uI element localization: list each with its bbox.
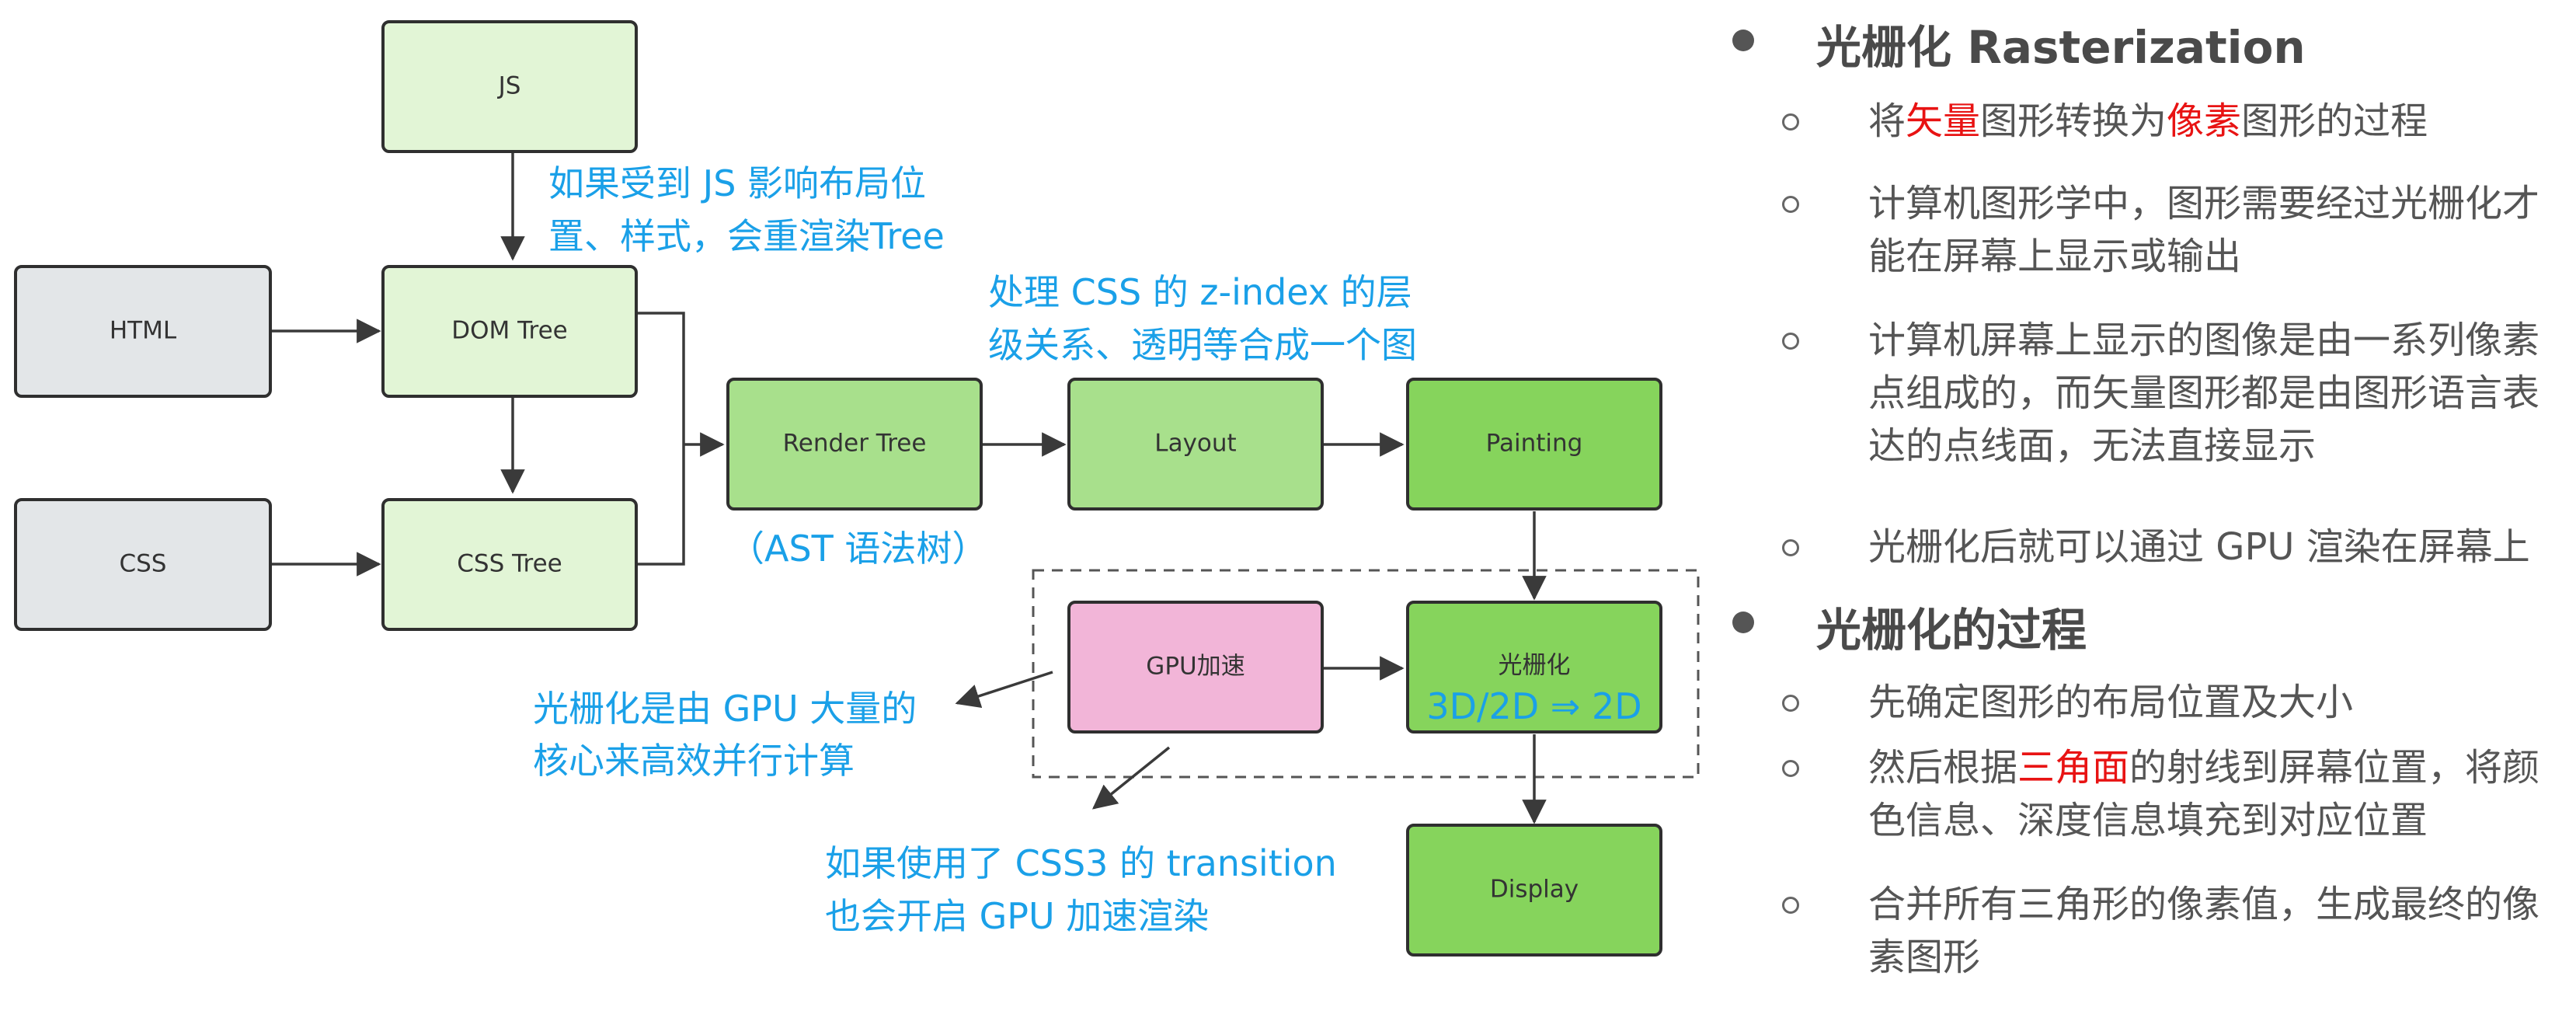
pointer-transition-note	[1091, 746, 1171, 810]
gpu-region-frame	[1032, 569, 1700, 779]
annotation-js-line2: 置、样式，会重渲染Tree	[548, 215, 945, 257]
annotation-transition-line2: 也会开启 GPU 加速渲染	[825, 895, 1209, 937]
bullet-icon	[1732, 30, 1754, 51]
svg-text:Render Tree: Render Tree	[783, 430, 927, 458]
annotation-gpu-line1: 光栅化是由 GPU 大量的	[533, 688, 917, 730]
annotation-dimension: 3D/2D ⇒ 2D	[1426, 685, 1641, 727]
circle-bullet-icon	[1782, 539, 1799, 556]
circle-bullet-icon	[1782, 333, 1799, 350]
node-html: HTML	[14, 265, 272, 398]
node-display: Display	[1406, 824, 1662, 957]
node-js: JS	[381, 20, 638, 153]
svg-text:Painting: Painting	[1486, 430, 1583, 458]
annotation-gpu-line2: 核心来高效并行计算	[533, 740, 855, 782]
circle-bullet-icon	[1782, 695, 1799, 712]
circle-bullet-icon	[1782, 897, 1799, 914]
annotation-js-line1: 如果受到 JS 影响布局位	[548, 162, 926, 204]
list-item-text: 光栅化后就可以通过 GPU 渲染在屏幕上	[1868, 525, 2530, 569]
svg-text:DOM Tree: DOM Tree	[451, 317, 567, 345]
svg-text:GPU加速: GPU加速	[1146, 653, 1244, 681]
circle-bullet-icon	[1782, 113, 1799, 131]
list-item-text: 将矢量图形转换为像素图形的过程	[1868, 99, 2428, 143]
node-css-tree: CSS Tree	[381, 498, 638, 631]
node-painting: Painting	[1406, 378, 1662, 510]
node-layout: Layout	[1067, 378, 1324, 510]
node-render-tree: Render Tree	[726, 378, 983, 510]
node-gpu-acceleration: GPU加速	[1067, 601, 1324, 734]
annotation-ast: （AST 语法树）	[729, 528, 987, 570]
rasterization-notes: 光栅化 Rasterization 将矢量图形转换为像素图形的过程 计算机图形学…	[1732, 0, 2571, 1021]
list-item-text: 计算机屏幕上显示的图像是由一系列像素点组成的，而矢量图形都是由图形语言表达的点线…	[1868, 319, 2540, 468]
svg-text:CSS: CSS	[119, 550, 166, 578]
svg-text:JS: JS	[497, 72, 521, 100]
node-rasterization: 光栅化	[1406, 601, 1662, 734]
svg-text:HTML: HTML	[110, 317, 177, 345]
svg-text:Display: Display	[1490, 876, 1579, 904]
circle-bullet-icon	[1782, 760, 1799, 777]
section-rasterization: 光栅化 Rasterization 将矢量图形转换为像素图形的过程 计算机图形学…	[1732, 0, 2571, 591]
rendering-pipeline-diagram: JS HTML DOM Tree CSS CSS Tree Render Tre…	[14, 20, 1700, 957]
section-rasterization-process: 光栅化的过程 先确定图形的布局位置及大小 然后根据三角面的射线到屏幕位置，将颜色…	[1732, 591, 2571, 1021]
annotation-css-line1: 处理 CSS 的 z-index 的层	[988, 271, 1412, 313]
edge-dom-render	[637, 312, 685, 566]
list-item-text: 计算机图形学中，图形需要经过光栅化才能在屏幕上显示或输出	[1868, 182, 2540, 278]
svg-text:CSS Tree: CSS Tree	[457, 550, 562, 578]
highlight-pixel: 像素	[2167, 99, 2242, 143]
highlight-triangle: 三角面	[2017, 746, 2130, 789]
section-title: 光栅化 Rasterization	[1816, 21, 2306, 74]
svg-text:光栅化: 光栅化	[1499, 652, 1571, 680]
list-item-text: 先确定图形的布局位置及大小	[1868, 681, 2354, 724]
list-item-text: 然后根据三角面的射线到屏幕位置，将颜色信息、深度信息填充到对应位置	[1868, 746, 2540, 842]
node-dom-tree: DOM Tree	[381, 265, 638, 398]
annotation-css-line2: 级关系、透明等合成一个图	[988, 324, 1417, 366]
highlight-vector: 矢量	[1906, 99, 1981, 143]
section-title: 光栅化的过程	[1816, 604, 2087, 657]
pointer-gpu-note	[955, 671, 1053, 709]
node-css: CSS	[14, 498, 272, 631]
annotation-transition-line1: 如果使用了 CSS3 的 transition	[825, 842, 1337, 884]
list-item-text: 合并所有三角形的像素值，生成最终的像素图形	[1868, 883, 2540, 979]
svg-text:Layout: Layout	[1154, 430, 1236, 458]
circle-bullet-icon	[1782, 196, 1799, 213]
bullet-icon	[1732, 612, 1754, 633]
